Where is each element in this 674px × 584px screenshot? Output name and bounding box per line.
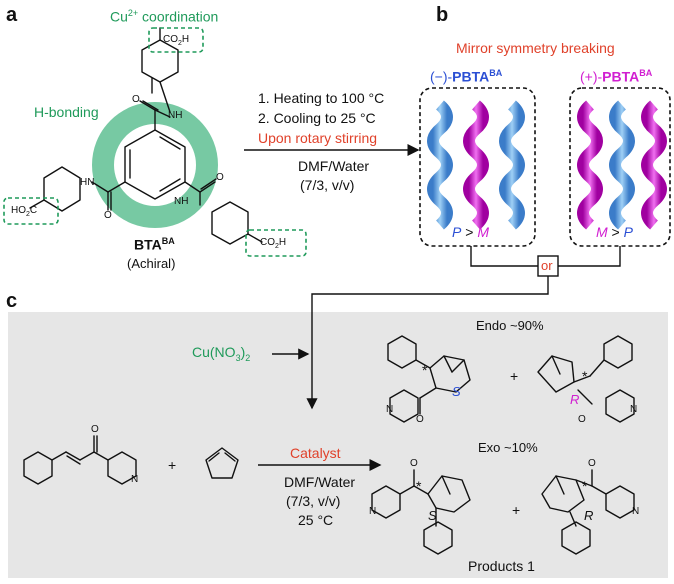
co2h-right-label: CO2H	[260, 237, 287, 250]
endo-r-star: *	[582, 368, 588, 384]
right-helices	[577, 100, 667, 230]
exo-s-o: O	[410, 458, 418, 469]
step-1-text: 1. Heating to 100 °C	[258, 90, 385, 106]
endo-label: Endo ~90%	[476, 318, 544, 333]
o-top-label: O	[132, 94, 140, 105]
catalyst-label: Catalyst	[290, 445, 341, 461]
panel-letter-a: a	[6, 4, 18, 26]
endo-r-n: N	[630, 404, 638, 415]
connector-left	[470, 246, 538, 267]
helix-blue-1	[427, 100, 453, 230]
connector-right	[558, 246, 621, 267]
step-2-text: 2. Cooling to 25 °C	[258, 110, 376, 126]
right-helicity-ratio: M > P	[596, 224, 633, 240]
ho2c-left-label: HO2C	[11, 205, 38, 218]
exo-product-r	[541, 469, 635, 555]
exo-s-star: *	[416, 478, 422, 494]
endo-plus: +	[510, 368, 519, 384]
cyclopentadiene-structure	[205, 447, 239, 479]
h-bonding-label: H-bonding	[34, 104, 99, 120]
endo-s-label: S	[452, 384, 461, 399]
panel-c-background	[8, 312, 668, 578]
left-helicity-ratio: P > M	[452, 224, 489, 240]
arrow-or-to-catalyst	[306, 276, 549, 410]
cu-nitrate-label: Cu(NO3)2	[192, 344, 251, 363]
endo-s-n: N	[386, 404, 394, 415]
ratio-c-text: (7/3, v/v)	[286, 493, 341, 509]
o-right-label: O	[216, 172, 224, 183]
minus-pbta-label: (−)-PBTABA	[430, 68, 503, 85]
reactant-plus: +	[168, 457, 177, 473]
temperature-text: 25 °C	[298, 512, 334, 528]
helix-blue-3	[609, 100, 635, 230]
exo-product-s	[371, 469, 471, 555]
cu-coordination-label: Cu2+ coordination	[110, 8, 219, 25]
co2h-left-box	[3, 197, 59, 225]
left-helix-box	[419, 87, 536, 247]
chalcone-o: O	[91, 424, 99, 435]
exo-label: Exo ~10%	[478, 440, 538, 455]
chalcone-n: N	[131, 474, 139, 485]
endo-s-star: *	[422, 362, 428, 378]
co2h-top-label: CO2H	[163, 34, 190, 47]
endo-product-s	[387, 335, 471, 423]
helix-magenta-2	[577, 100, 603, 230]
exo-r-star: *	[582, 478, 588, 494]
solvent-ab-text: DMF/Water	[298, 158, 370, 174]
helix-magenta-1	[463, 100, 489, 230]
exo-r-n: N	[632, 506, 640, 517]
exo-s-label: S	[428, 508, 437, 523]
products-label: Products 1	[468, 558, 535, 574]
endo-r-label: R	[570, 392, 580, 407]
left-benzene	[43, 166, 81, 212]
left-helices	[427, 100, 525, 230]
co2h-top-box	[148, 27, 204, 53]
endo-r-o: O	[578, 414, 586, 425]
exo-s-n: N	[369, 506, 377, 517]
plus-pbta-label: (+)-PBTABA	[580, 68, 653, 85]
right-benzene	[211, 201, 249, 245]
hn-left-label: HN	[80, 177, 95, 188]
helix-blue-2	[499, 100, 525, 230]
right-helix-box	[569, 87, 671, 247]
achiral-label: (Achiral)	[127, 256, 176, 271]
co2h-right-box	[245, 229, 307, 257]
exo-plus: +	[512, 502, 521, 518]
step-3-text: Upon rotary stirring	[258, 130, 378, 146]
or-label: or	[541, 258, 553, 273]
central-benzene	[124, 129, 186, 200]
bta-label: BTABA	[134, 236, 175, 253]
nh-top-label: NH	[168, 110, 183, 121]
o-left-label: O	[104, 210, 112, 221]
nh-right-label: NH	[174, 196, 189, 207]
exo-r-o: O	[588, 458, 596, 469]
ratio-ab-text: (7/3, v/v)	[300, 177, 355, 193]
mirror-symmetry-title: Mirror symmetry breaking	[456, 40, 615, 56]
panel-letter-c: c	[6, 290, 18, 312]
chalcone-structure	[23, 435, 137, 485]
solvent-c-text: DMF/Water	[284, 474, 356, 490]
panel-letter-b: b	[436, 4, 449, 26]
endo-s-o: O	[416, 414, 424, 425]
endo-product-r	[537, 335, 635, 423]
helix-magenta-3	[641, 100, 667, 230]
exo-r-label: R	[584, 508, 594, 523]
